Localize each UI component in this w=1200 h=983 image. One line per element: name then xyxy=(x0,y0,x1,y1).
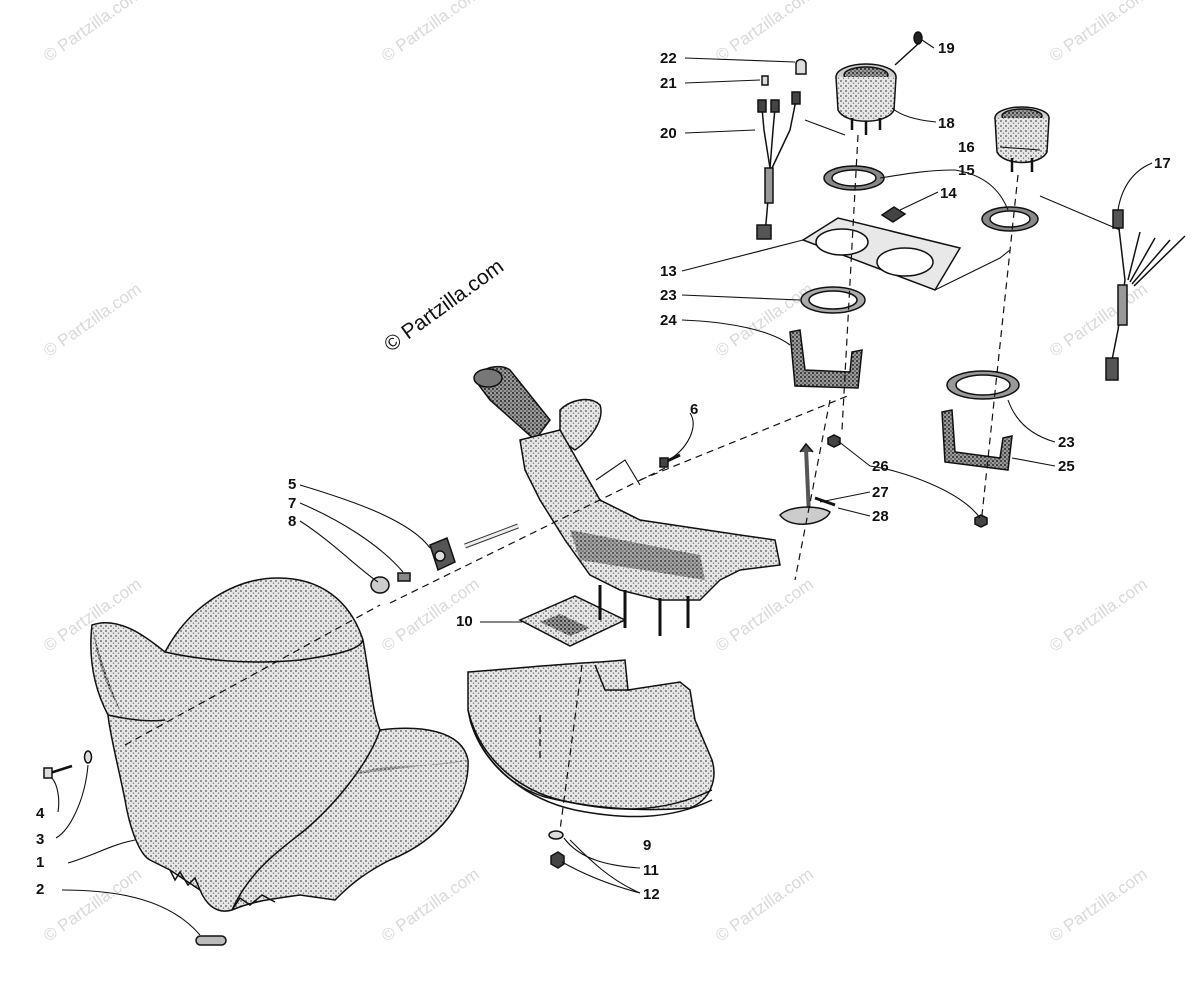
callout-1: 1 xyxy=(36,854,45,871)
callout-16: 16 xyxy=(958,139,975,156)
callout-9: 9 xyxy=(643,837,652,854)
bulb xyxy=(913,31,923,45)
callout-12: 12 xyxy=(643,886,660,903)
callout-23-lower: 23 xyxy=(1058,434,1075,451)
callout-19: 19 xyxy=(938,40,955,57)
callout-21: 21 xyxy=(660,75,677,92)
callout-27: 27 xyxy=(872,484,889,501)
pin xyxy=(464,523,519,549)
callout-5: 5 xyxy=(288,476,297,493)
screw-and-washer xyxy=(43,750,93,779)
nut xyxy=(974,514,988,528)
assembly-lines xyxy=(124,134,1019,831)
gauge-right xyxy=(994,106,1050,172)
callout-14: 14 xyxy=(940,185,957,202)
callout-10: 10 xyxy=(456,613,473,630)
switch xyxy=(429,537,456,572)
callout-15: 15 xyxy=(958,162,975,179)
clamp xyxy=(941,409,1013,471)
callout-7: 7 xyxy=(288,495,297,512)
callout-22: 22 xyxy=(660,50,677,67)
callout-11: 11 xyxy=(643,862,659,879)
callout-26: 26 xyxy=(872,458,889,475)
leader-lines xyxy=(51,39,1153,936)
callout-18: 18 xyxy=(938,115,955,132)
nut xyxy=(827,434,841,448)
callout-17: 17 xyxy=(1154,155,1171,172)
wire-harness-right xyxy=(1105,209,1186,381)
callout-6: 6 xyxy=(690,401,699,418)
nut xyxy=(550,851,565,869)
knob-cap xyxy=(370,576,390,594)
callout-24: 24 xyxy=(660,312,677,329)
callout-28: 28 xyxy=(872,508,889,525)
callout-8: 8 xyxy=(288,513,297,530)
gauge-plate xyxy=(801,217,962,291)
gauge-left xyxy=(835,63,897,135)
callout-25: 25 xyxy=(1058,458,1075,475)
bracket xyxy=(880,206,907,223)
handlebar xyxy=(473,365,781,636)
callout-4: 4 xyxy=(36,805,45,822)
windshield-trim xyxy=(195,935,227,946)
callout-13: 13 xyxy=(660,263,677,280)
dashboard xyxy=(467,659,715,818)
callout-20: 20 xyxy=(660,125,677,142)
clamp xyxy=(789,329,863,389)
decal-plate xyxy=(518,595,627,647)
screw xyxy=(659,453,681,468)
windshield xyxy=(90,577,469,912)
callout-3: 3 xyxy=(36,831,45,848)
knob xyxy=(397,572,411,582)
callout-2: 2 xyxy=(36,881,45,898)
wire-harness-left xyxy=(756,58,807,240)
connector-lines xyxy=(595,119,1121,486)
washer xyxy=(548,830,564,840)
speedo-cable xyxy=(779,442,836,525)
callout-23-upper: 23 xyxy=(660,287,677,304)
